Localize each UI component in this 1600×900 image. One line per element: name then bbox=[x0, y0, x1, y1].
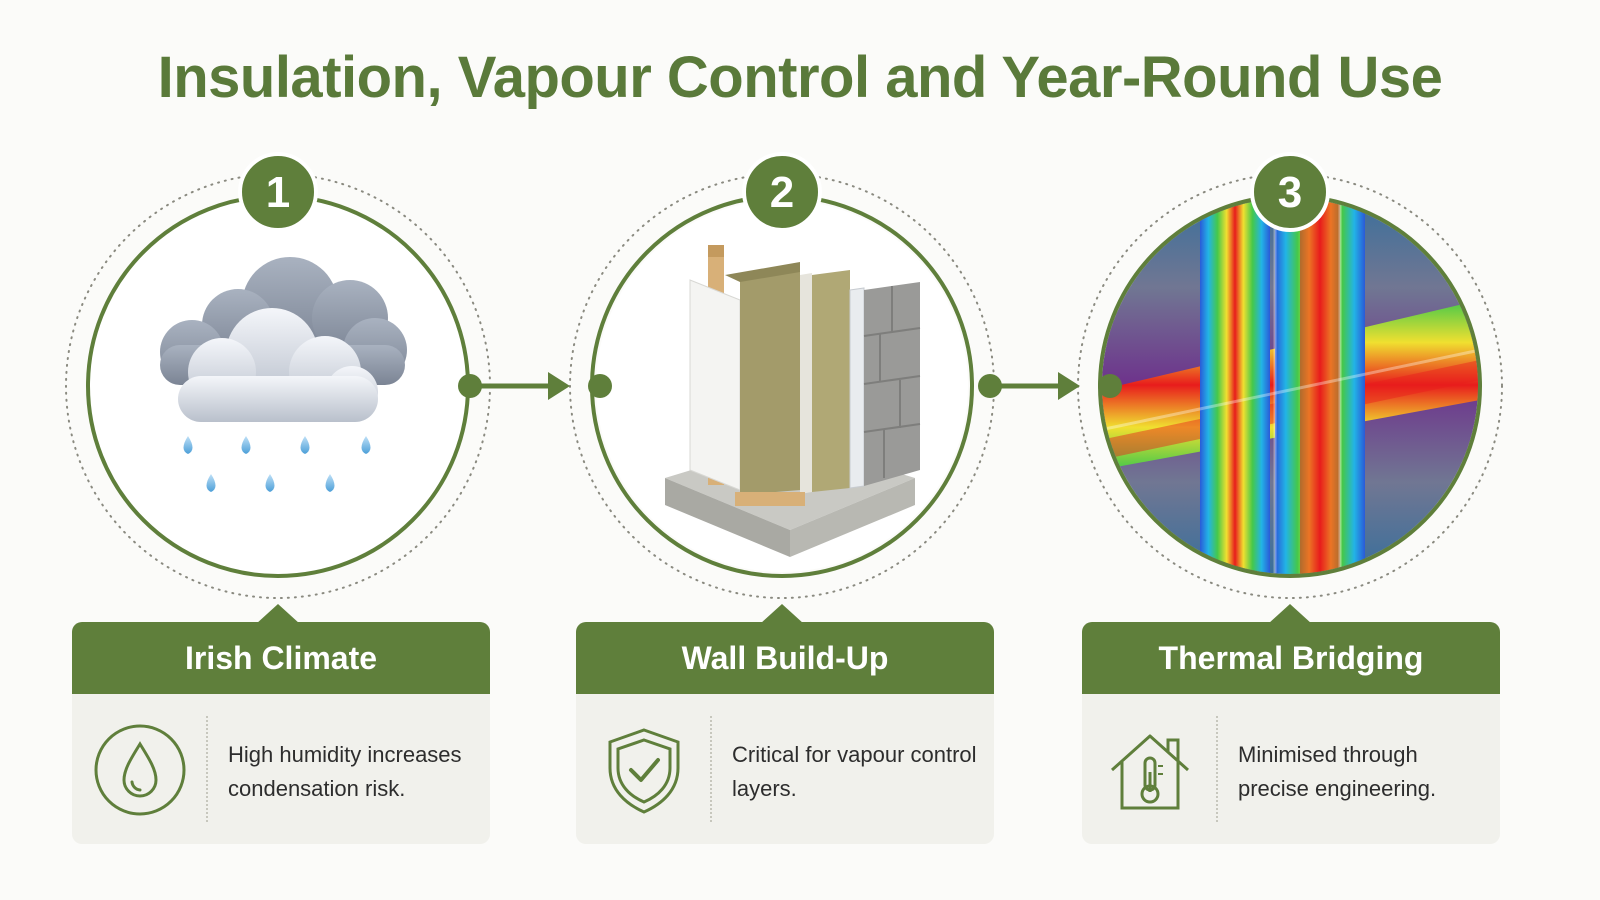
step-card-irish-climate: Irish Climate High humidity increases co… bbox=[72, 622, 490, 844]
step-2-number: 2 bbox=[770, 168, 794, 217]
step-3-number-badge bbox=[1250, 152, 1330, 232]
house-thermometer-icon bbox=[1110, 734, 1190, 810]
card-divider bbox=[206, 716, 208, 822]
card-heading: Thermal Bridging bbox=[1082, 622, 1500, 694]
step-2-number-badge bbox=[742, 152, 822, 232]
card-description: High humidity increases condensation ris… bbox=[228, 742, 462, 801]
card-heading: Wall Build-Up bbox=[576, 622, 994, 694]
step-1-number-badge bbox=[238, 152, 318, 232]
step-card-thermal-bridging: Thermal Bridging Minimised through preci… bbox=[1082, 622, 1500, 844]
card-description: Minimised through precise engineering. bbox=[1238, 742, 1437, 801]
water-drop-icon bbox=[94, 724, 186, 816]
connector-arrow-1-2 bbox=[458, 372, 612, 400]
step-3-number: 3 bbox=[1278, 168, 1302, 217]
step-card-wall-build-up: Wall Build-Up Critical for vapour contro… bbox=[576, 622, 994, 844]
rain-cloud-illustration bbox=[88, 196, 468, 576]
connector-arrow-2-3 bbox=[978, 372, 1122, 400]
step-3-pointer bbox=[1268, 604, 1312, 624]
shield-check-icon bbox=[608, 728, 680, 814]
step-1-pointer bbox=[256, 604, 300, 624]
step-1-number: 1 bbox=[266, 168, 290, 217]
card-divider bbox=[710, 716, 712, 822]
thermal-image-illustration bbox=[1102, 198, 1478, 574]
page-title: Insulation, Vapour Control and Year-Roun… bbox=[157, 45, 1443, 110]
card-description: Critical for vapour control layers. bbox=[732, 742, 977, 801]
card-divider bbox=[1216, 716, 1218, 822]
wall-section-illustration bbox=[596, 200, 968, 572]
step-2-pointer bbox=[760, 604, 804, 624]
card-heading: Irish Climate bbox=[72, 622, 490, 694]
